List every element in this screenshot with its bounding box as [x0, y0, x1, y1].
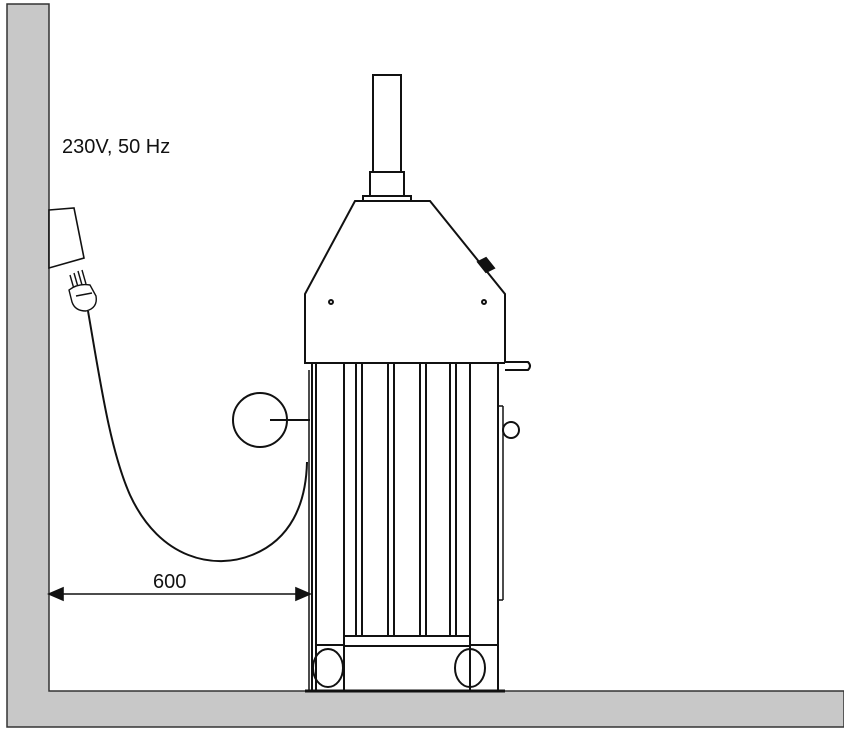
- power-cable: [87, 310, 308, 563]
- wall-socket: [48, 207, 85, 270]
- wall-and-floor: [6, 3, 844, 728]
- door-knob: [502, 421, 520, 439]
- chimney-pipe: [362, 74, 412, 202]
- side-door: [498, 405, 520, 601]
- power-plug: [68, 269, 97, 312]
- power-supply-label: 230V, 50 Hz: [62, 136, 170, 158]
- appliance-hood: [304, 200, 506, 364]
- distance-dimension: [46, 586, 313, 602]
- side-handle: [505, 361, 531, 371]
- distance-dimension-label: 600: [153, 571, 186, 593]
- wheels: [312, 644, 499, 692]
- cable-reel: [232, 392, 310, 448]
- appliance-body: [305, 362, 505, 693]
